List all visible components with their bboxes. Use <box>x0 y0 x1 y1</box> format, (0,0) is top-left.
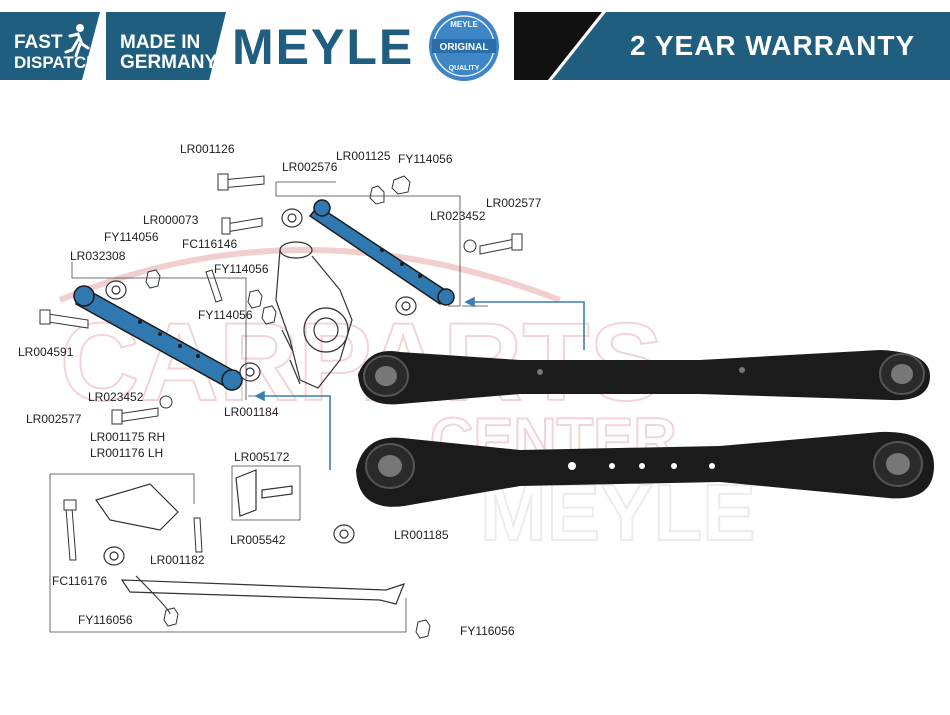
label-lr001184: LR001184 <box>224 405 279 419</box>
label-fy114056-d: FY114056 <box>198 308 253 322</box>
label-lr004591: LR004591 <box>18 345 74 359</box>
label-lr001185: LR001185 <box>394 528 449 542</box>
fast-dispatch-line1: FAST <box>14 32 63 53</box>
bracket <box>235 469 293 517</box>
label-lr001176: LR001176 LH <box>90 446 164 460</box>
bushings <box>103 208 417 566</box>
label-lr002577-b: LR002577 <box>26 412 82 426</box>
fast-dispatch-line2: DISPATCH <box>14 53 99 72</box>
label-lr001182: LR001182 <box>150 553 205 567</box>
lower-arm-highlighted <box>73 285 243 391</box>
made-in-germany-badge <box>106 12 226 80</box>
label-fy114056-a: FY114056 <box>398 152 453 166</box>
label-fc116176: FC116176 <box>52 574 108 588</box>
label-lr023452-a: LR023452 <box>430 209 486 223</box>
upper-arm-highlighted <box>308 199 455 306</box>
seal-top-text: MEYLE <box>450 20 478 29</box>
brand-logo: MEYLE <box>232 19 415 75</box>
seal-middle-text: ORIGINAL <box>440 42 489 53</box>
trailing-arm <box>95 483 406 615</box>
label-fy114056-b: FY114056 <box>104 230 159 244</box>
label-lr005172: LR005172 <box>234 450 290 464</box>
steering-knuckle <box>275 241 353 389</box>
label-lr000073: LR000073 <box>143 213 199 227</box>
runner-icon <box>64 24 90 58</box>
label-lr002577-a: LR002577 <box>486 196 542 210</box>
seal-bottom-text: QUALITY <box>449 65 480 72</box>
label-lr005542: LR005542 <box>230 533 286 547</box>
label-fy116056-a: FY116056 <box>78 613 133 627</box>
warranty-text: 2 YEAR WARRANTY <box>630 30 916 61</box>
label-fy116056-b: FY116056 <box>460 624 515 638</box>
fasteners <box>39 173 523 639</box>
arm-photo-bottom <box>356 431 934 507</box>
callout-lines <box>49 181 488 633</box>
label-lr032308: LR032308 <box>70 249 126 263</box>
arrow-connectors <box>254 296 585 470</box>
original-quality-seal-icon: MEYLE ORIGINAL QUALITY <box>429 11 499 81</box>
label-fy114056-c: FY114056 <box>214 262 269 276</box>
warranty-banner <box>514 12 950 80</box>
label-lr002576: LR002576 <box>282 160 338 174</box>
label-lr001126: LR001126 <box>180 142 235 156</box>
made-in-line2: GERMANY <box>120 52 218 73</box>
label-fc116146: FC116146 <box>182 237 238 251</box>
arm-photo-top <box>358 350 930 405</box>
label-lr023452-b: LR023452 <box>88 390 144 404</box>
label-lr001125: LR001125 <box>336 149 391 163</box>
header-banner: FAST DISPATCH MADE IN GERMANY MEYLE MEYL… <box>0 0 950 90</box>
made-in-line1: MADE IN <box>120 32 201 53</box>
label-lr001175: LR001175 RH <box>90 430 166 444</box>
